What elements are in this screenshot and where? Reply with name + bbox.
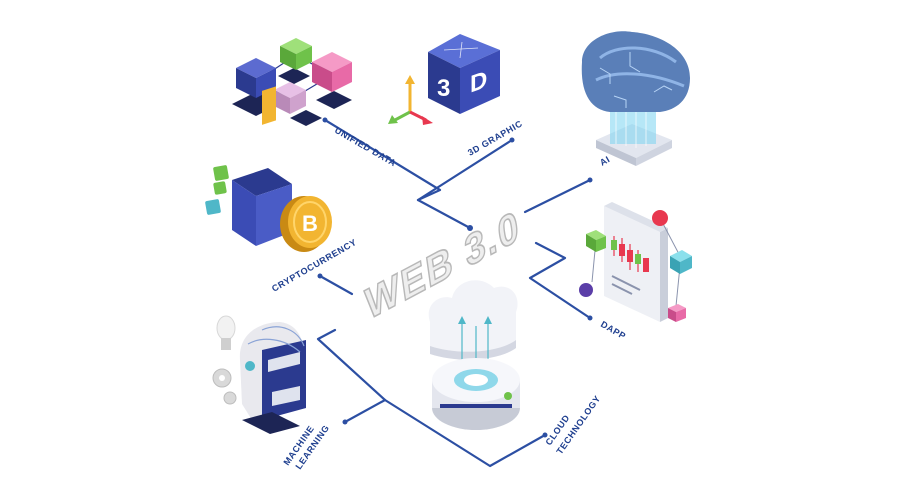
brain-chip-icon	[581, 31, 690, 166]
label-ai: AI	[598, 154, 612, 168]
connector-dapp	[528, 241, 592, 320]
connector-cloud	[383, 398, 547, 468]
connector-3d-graphic	[416, 138, 514, 230]
unified-data-cubes-icon	[232, 38, 352, 126]
3d-cube-icon: 3 D	[388, 34, 500, 125]
coin-symbol: B	[302, 211, 318, 236]
3d-cube-text-3: 3	[437, 75, 450, 102]
label-dapp: DAPP	[599, 319, 628, 341]
connector-cryptocurrency	[318, 274, 354, 296]
label-unified-data: UNIFIED DATA	[333, 125, 398, 168]
dapp-chart-screen-icon	[579, 202, 692, 322]
connector-machine-learning	[316, 328, 387, 424]
connector-ai	[523, 178, 592, 214]
cloud-server-icon	[428, 280, 520, 430]
crypto-wallet-coin-icon: B	[205, 86, 332, 252]
robot-head-icon	[212, 315, 306, 434]
connector-node-center	[467, 225, 473, 231]
3d-cube-text-d: D	[470, 66, 487, 98]
connectors	[316, 117, 593, 468]
connector-unified-data	[323, 118, 442, 202]
